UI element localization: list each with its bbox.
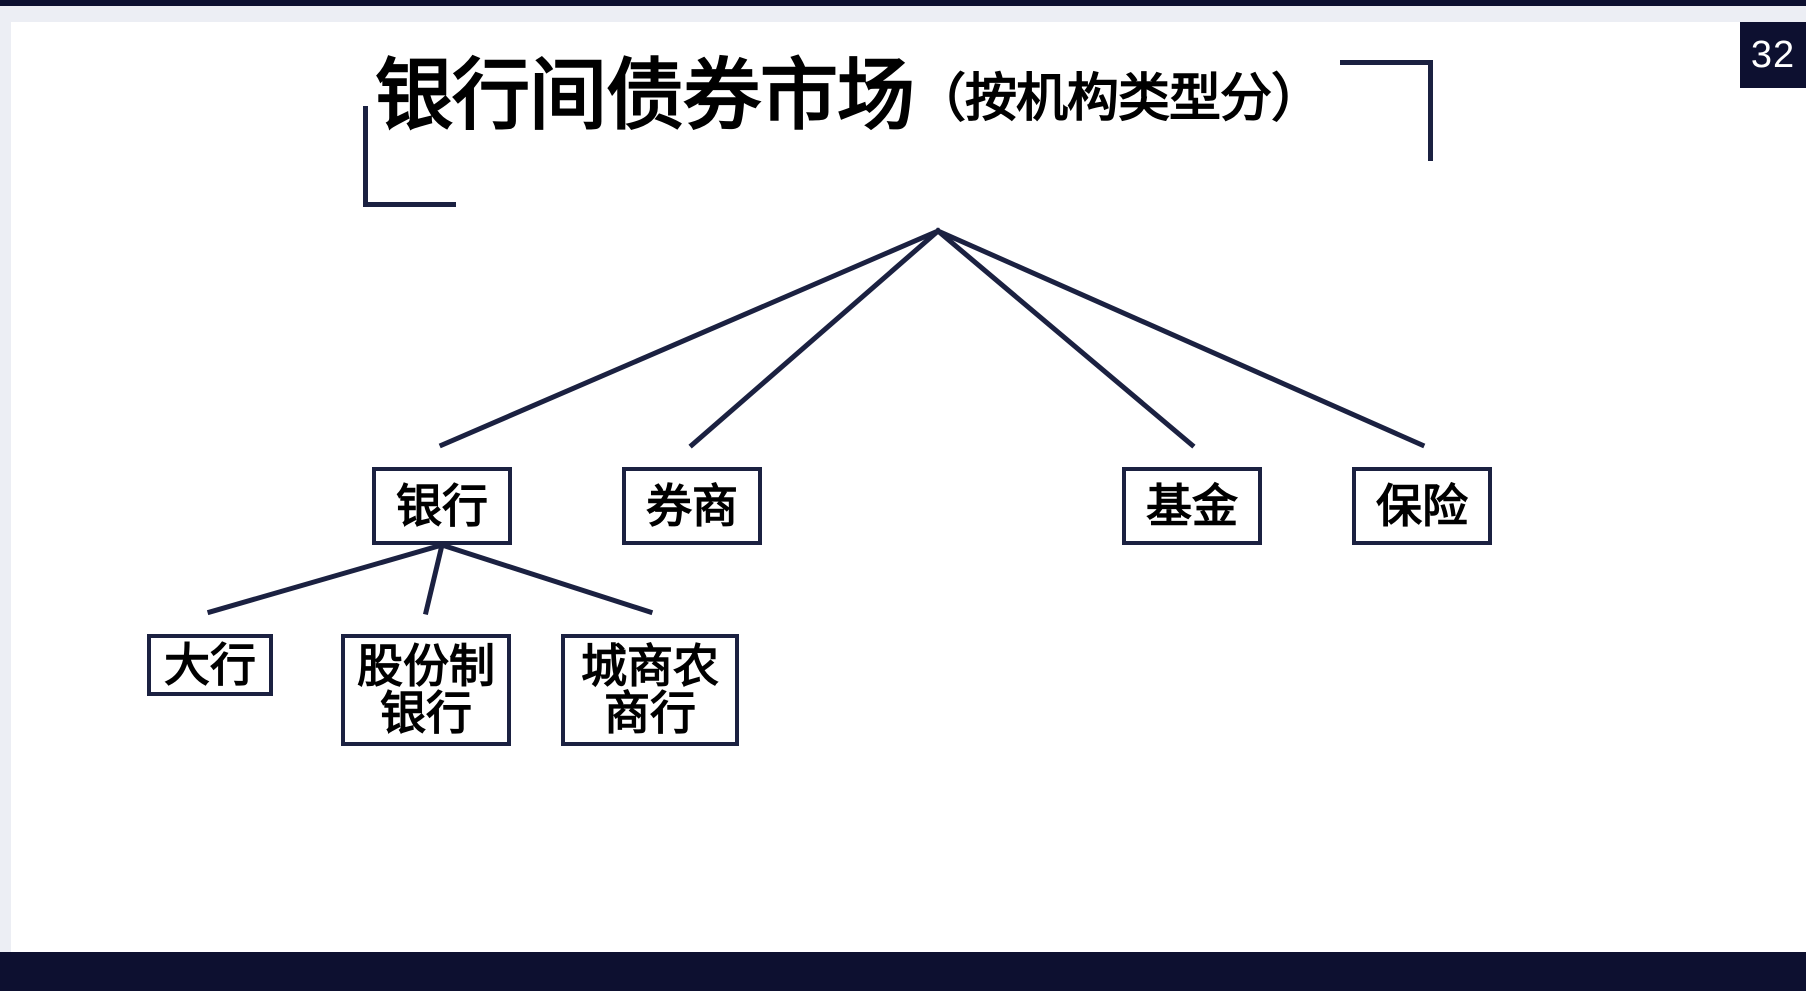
page-number-badge: 32 <box>1740 22 1806 88</box>
edge-bank-to-joint-stock <box>422 541 446 616</box>
top-rule <box>0 0 1806 6</box>
edge-root-to-bank <box>438 227 942 449</box>
org-chart: 银行 券商 基金 保险 大行 股份制 银行 城商农 商行 <box>11 22 1806 952</box>
node-joint-stock-bank[interactable]: 股份制 银行 <box>341 634 511 746</box>
page-title-sub: （按机构类型分） <box>914 70 1323 128</box>
footer-band <box>0 952 1806 991</box>
node-fund[interactable]: 基金 <box>1122 467 1262 545</box>
edge-bank-to-big-bank <box>206 541 446 616</box>
node-city-rural-commercial-bank[interactable]: 城商农 商行 <box>561 634 739 746</box>
corner-bracket-top-right-icon <box>1340 60 1433 161</box>
corner-bracket-bottom-left-icon <box>363 106 456 207</box>
edge-root-to-insurance <box>934 227 1426 449</box>
node-big-bank[interactable]: 大行 <box>147 634 273 696</box>
node-insurance[interactable]: 保险 <box>1352 467 1492 545</box>
title-block: 银行间债券市场（按机构类型分） <box>355 48 1445 208</box>
edge-root-to-broker <box>688 227 942 449</box>
top-band <box>0 6 1806 22</box>
connector-lines <box>206 227 1426 616</box>
edge-root-to-fund <box>934 227 1196 449</box>
page-title: 银行间债券市场（按机构类型分） <box>375 56 1323 134</box>
page-title-main: 银行间债券市场 <box>375 51 915 139</box>
node-broker[interactable]: 券商 <box>622 467 762 545</box>
node-bank[interactable]: 银行 <box>372 467 512 545</box>
slide-canvas <box>11 22 1806 952</box>
edge-bank-to-city-rural <box>438 541 654 616</box>
